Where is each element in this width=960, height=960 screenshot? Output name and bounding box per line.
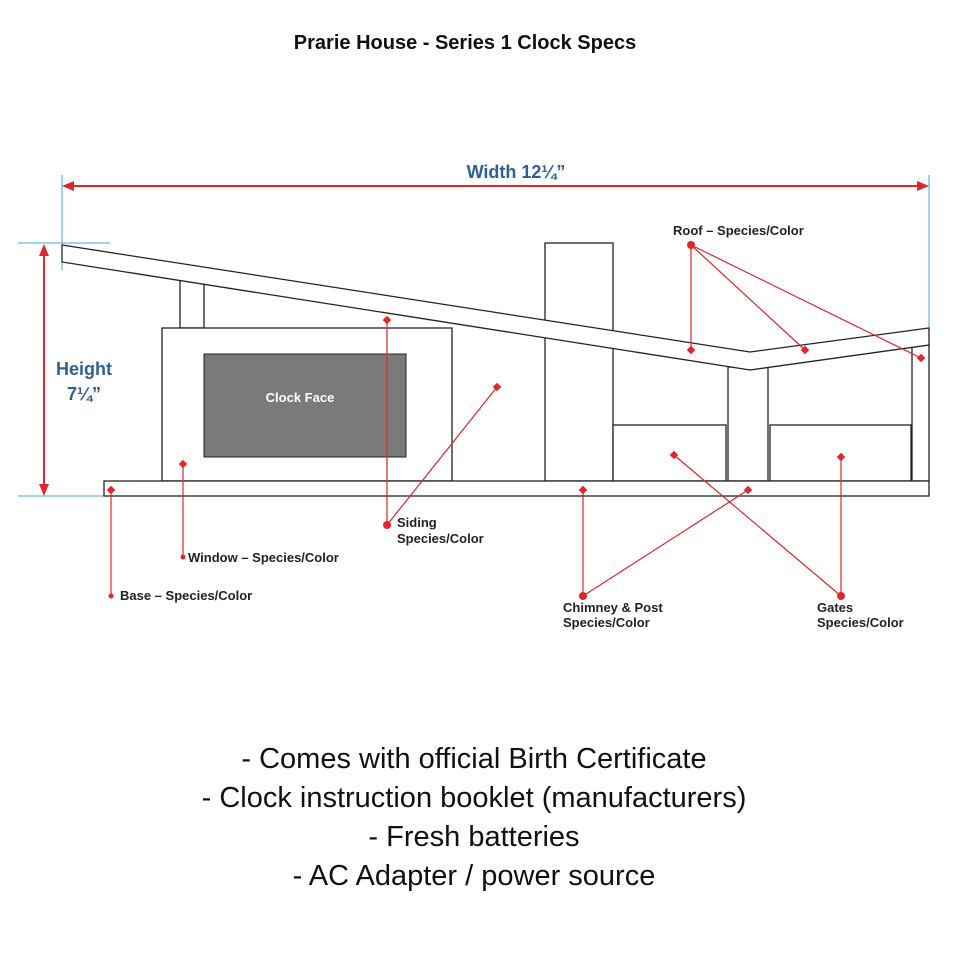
gates-callout-label-line1: Gates (817, 600, 853, 615)
siding-callout-label-line2: Species/Color (397, 531, 484, 546)
gates-target-1 (669, 450, 679, 460)
dimension-arrows (39, 181, 929, 496)
siding-leader-2 (386, 386, 498, 526)
gates-callout-dot (837, 592, 845, 600)
house-outline (61, 242, 930, 497)
height-arrow-top-head (39, 244, 49, 256)
roof-support-post (179, 279, 205, 329)
width-arrow-left-head (62, 181, 74, 191)
height-label-line1: Height (56, 359, 112, 379)
chimney-callout-label-line1: Chimney & Post (563, 600, 663, 615)
callout-targets (106, 315, 926, 495)
included-item: - Clock instruction booklet (manufacture… (201, 782, 747, 814)
included-item: - Fresh batteries (368, 821, 580, 853)
chimney-target-2 (743, 485, 753, 495)
right-post (911, 344, 930, 482)
clock-face (203, 353, 407, 458)
roof (61, 244, 930, 371)
width-label: Width 12¼” (467, 162, 566, 182)
siding-target-2 (492, 382, 502, 392)
callout-leaders (110, 244, 922, 597)
roof-target-3 (916, 353, 926, 363)
included-items-list: - Comes with official Birth Certificate … (0, 740, 948, 896)
left-gate (612, 424, 727, 482)
callout-dots (108, 241, 845, 600)
width-arrow-right-head (917, 181, 929, 191)
window-callout-dot (180, 554, 186, 560)
gates-target-2 (836, 452, 846, 462)
height-arrow-bottom-head (39, 484, 49, 496)
window-callout-label: Window – Species/Color (188, 550, 339, 565)
roof-target-1 (686, 345, 696, 355)
included-item: - Comes with official Birth Certificate (241, 743, 707, 775)
base-callout-label: Base – Species/Color (120, 588, 252, 603)
gates-callout-label-line2: Species/Color (817, 615, 904, 630)
house-diagram: Width 12¼” Height 7¼” Clock Face (18, 162, 930, 630)
page-title: Prarie House - Series 1 Clock Specs (293, 32, 637, 54)
roof-leader-3 (690, 244, 922, 359)
base-target (106, 485, 116, 495)
siding-target-1 (382, 315, 392, 325)
height-label-line2: 7¼” (67, 384, 101, 404)
siding-callout-label-line1: Siding (397, 515, 437, 530)
roof-callout-label: Roof – Species/Color (673, 223, 804, 238)
included-item: - AC Adapter / power source (292, 860, 656, 892)
chimney-leader-2 (582, 489, 749, 597)
chimney-callout-label-line2: Species/Color (563, 615, 650, 630)
chimney-callout-dot (579, 592, 587, 600)
roof-target-2 (800, 345, 810, 355)
gates-leader-1 (673, 454, 842, 597)
clock-face-label: Clock Face (266, 390, 335, 405)
base (103, 480, 930, 497)
roof-leader-2 (690, 244, 806, 351)
center-post (727, 366, 769, 482)
roof-callout-dot (687, 241, 695, 249)
chimney-target-1 (578, 485, 588, 495)
base-callout-dot (108, 593, 114, 599)
siding-callout-dot (383, 521, 391, 529)
window-target (178, 459, 188, 469)
chimney (544, 242, 614, 482)
